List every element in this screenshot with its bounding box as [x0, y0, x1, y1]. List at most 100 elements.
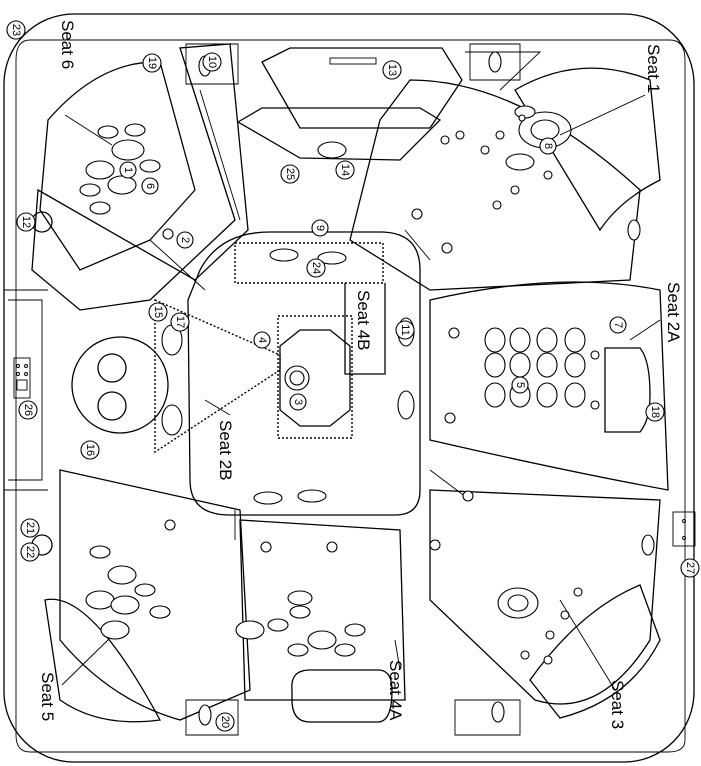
- callout-15: 15: [148, 302, 168, 322]
- callout-number: 20: [219, 716, 231, 728]
- callout-number: 13: [386, 64, 398, 76]
- seat-1-label: Seat 1: [644, 44, 663, 93]
- callout-circle: [289, 393, 307, 411]
- callout-circle: [202, 52, 222, 72]
- callout-3: 3: [289, 393, 307, 411]
- callout-number: 15: [152, 306, 164, 318]
- filter-housing: [261, 47, 463, 129]
- tub-outer-shell: [3, 13, 695, 763]
- callout-7: 7: [609, 316, 627, 334]
- callout-2: 2: [176, 231, 194, 249]
- seat-3-label: Seat 3: [608, 680, 627, 729]
- callout-circle: [16, 212, 36, 232]
- callout-group: 1234567891011121314151617181920212223242…: [6, 20, 700, 732]
- seat-6-leader: [64, 114, 113, 146]
- seat-2a-lounger: [429, 281, 669, 491]
- filter-valve: [317, 141, 347, 159]
- callout-circle: [280, 164, 300, 184]
- seat-2b-label: Seat 2B: [216, 420, 235, 481]
- seat-5-leader: [61, 637, 111, 686]
- callout-circle: [511, 376, 529, 394]
- callout-circle: [142, 53, 162, 73]
- callout-16: 16: [80, 440, 100, 460]
- center-jet-cluster: [279, 329, 351, 427]
- callout-11: 11: [395, 320, 415, 340]
- filter-basket-lid: [236, 107, 442, 161]
- seat-4b-leader-frame: [344, 283, 386, 375]
- callout-number: 25: [284, 168, 296, 180]
- callout-number: 11: [399, 324, 411, 335]
- callout-circle: [20, 542, 40, 562]
- air-control-dot: [162, 228, 174, 240]
- callout-circle: [253, 331, 271, 349]
- control-panel: [13, 357, 31, 399]
- seat-2b-box: [277, 315, 353, 439]
- callout-circle: [80, 440, 100, 460]
- callout-circle: [539, 137, 557, 155]
- callout-14: 14: [335, 160, 355, 180]
- callout-circle: [141, 177, 159, 195]
- seat-4a-label: Seat 4A: [386, 660, 405, 721]
- callout-26: 26: [18, 400, 38, 420]
- callout-number: 21: [24, 522, 36, 534]
- callout-4: 4: [253, 331, 271, 349]
- callout-8: 8: [539, 137, 557, 155]
- callout-circle: [306, 258, 326, 278]
- callout-25: 25: [280, 164, 300, 184]
- seat-5-headrest: [44, 598, 162, 723]
- side-plate: [672, 511, 696, 547]
- control-panel-edges: [4, 289, 48, 491]
- callout-number: 10: [206, 56, 218, 68]
- seat-3-leader: [559, 599, 616, 691]
- callout-circle: [609, 316, 627, 334]
- callout-circle: [382, 60, 402, 80]
- seat-4a-leader: [394, 639, 401, 671]
- callout-number: 14: [339, 164, 351, 176]
- callout-circle: [176, 231, 194, 249]
- callout-number: 8: [542, 143, 554, 149]
- callout-27: 27: [680, 558, 700, 578]
- seat-4b-box: [234, 242, 384, 284]
- callout-circle: [6, 20, 26, 40]
- seat-4a-bench: [239, 519, 406, 701]
- seat-4a-footwell: [291, 669, 393, 723]
- seat-2a-leader: [629, 319, 661, 341]
- control-panel-strip: [8, 299, 43, 481]
- callout-number: 4: [256, 337, 268, 343]
- step-pillow: [71, 336, 169, 434]
- seat-6-area: [39, 61, 196, 271]
- callout-22: 22: [20, 542, 40, 562]
- callout-number: 12: [20, 216, 32, 228]
- seat-6-label: Seat 6: [58, 20, 77, 69]
- callout-circle: [148, 302, 168, 322]
- callout-circle: [395, 320, 415, 340]
- callout-1: 1: [119, 161, 137, 179]
- callout-number: 9: [314, 225, 326, 231]
- callout-number: 7: [612, 322, 624, 328]
- seat-1-bench: [349, 79, 641, 291]
- seat-5-bench: [59, 469, 251, 721]
- callout-circle: [335, 160, 355, 180]
- seat-4b-label: Seat 4B: [354, 290, 373, 351]
- callout-12: 12: [16, 212, 36, 232]
- callout-20: 20: [215, 712, 235, 732]
- callout-circle: [18, 400, 38, 420]
- callout-number: 26: [22, 404, 34, 416]
- callout-number: 2: [179, 237, 191, 243]
- callout-24: 24: [306, 258, 326, 278]
- seat-2a-label: Seat 2A: [664, 282, 683, 343]
- callout-13: 13: [382, 60, 402, 80]
- callout-number: 3: [292, 399, 304, 405]
- callout-10: 10: [202, 52, 222, 72]
- callout-number: 6: [144, 183, 156, 189]
- callout-18: 18: [645, 402, 665, 422]
- seat-5-label: Seat 5: [38, 672, 57, 721]
- callout-circle: [680, 558, 700, 578]
- callout-17: 17: [170, 312, 190, 332]
- callout-number: 17: [174, 316, 186, 328]
- callout-number: 16: [84, 444, 96, 456]
- callout-number: 19: [146, 57, 158, 69]
- seat-3-bench: [429, 489, 661, 705]
